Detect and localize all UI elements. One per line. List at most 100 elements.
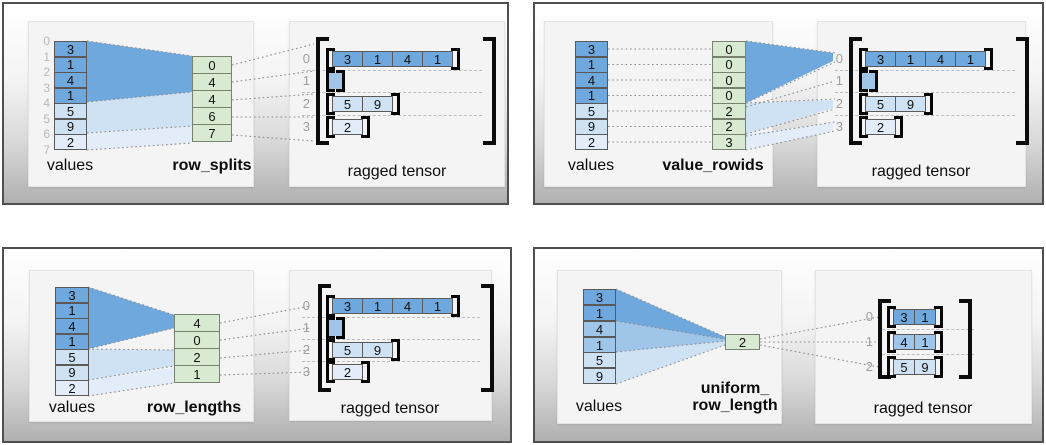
open-bracket-icon: [887, 356, 896, 378]
value-index-label: 3: [43, 80, 50, 95]
value-cell: 3: [55, 287, 89, 303]
value-cell: 1: [54, 87, 87, 104]
values-label: values: [567, 157, 615, 174]
tensor-row: 4 1: [887, 331, 943, 353]
tensor-row-empty: [326, 70, 345, 92]
row-index-label: 0: [302, 298, 310, 313]
value-cell: 4: [575, 72, 608, 88]
value-index-label: 5: [43, 111, 50, 126]
value-cell: 3: [54, 41, 87, 57]
tensor-row: 3 1 4 1: [326, 295, 460, 317]
tensor-row: 2: [326, 361, 370, 383]
row-index-label: 3: [302, 364, 310, 379]
close-bracket-icon: [451, 48, 460, 70]
value-cell: 1: [575, 87, 608, 104]
close-bracket-icon: [361, 116, 370, 138]
empty-row-cell: [329, 320, 342, 336]
tensor-close-bracket: [483, 37, 496, 145]
row-index-label: 1: [302, 320, 310, 335]
tensor-cell: 1: [362, 51, 393, 67]
row-splits-cell: 0: [192, 56, 232, 74]
tensor-row: 3 1 4 1: [326, 48, 460, 70]
value-cell: 4: [55, 318, 89, 334]
empty-row-cell: [329, 73, 342, 89]
close-bracket-icon: [451, 295, 460, 317]
tensor-cell: 3: [893, 309, 915, 325]
value-cell: 4: [54, 72, 87, 88]
row-index-label: 3: [835, 119, 843, 134]
value-rowids-cell: 3: [712, 134, 746, 150]
tensor-cell: 3: [865, 51, 896, 67]
panel-row-splits: 0 1 2 3 4 5 6 7 3 1 4 1 5 9 2 0 4 4 6 7 …: [2, 2, 509, 205]
tensor-cell: 9: [362, 342, 393, 358]
value-cell: 1: [55, 333, 89, 350]
row-separator: [302, 70, 482, 71]
value-rowids-cell: 2: [712, 118, 746, 135]
value-cell: 5: [54, 103, 87, 119]
open-bracket-icon: [326, 116, 335, 138]
value-cell: 3: [575, 41, 608, 57]
value-index-label: 4: [43, 96, 50, 110]
row-lengths-cell: 2: [174, 348, 220, 366]
tensor-cell: 5: [332, 96, 363, 112]
close-bracket-icon: [934, 331, 943, 353]
row-index-label: 2: [835, 96, 843, 111]
tensor-label: ragged tensor: [871, 163, 971, 180]
row-splits-cell: 6: [192, 107, 232, 125]
value-cell: 1: [583, 305, 616, 321]
tensor-cell: 5: [893, 359, 915, 375]
tensor-cell: 1: [914, 334, 936, 350]
row-separator: [835, 92, 1015, 93]
value-index-label: 6: [43, 127, 50, 141]
row-index-label: 0: [302, 51, 310, 66]
value-cell: 2: [575, 134, 608, 150]
row-index-label: 3: [302, 119, 310, 134]
value-index-label: 0: [43, 34, 50, 48]
open-bracket-icon: [859, 48, 868, 70]
tensor-row-empty: [859, 70, 878, 92]
value-cell: 2: [54, 134, 87, 150]
tensor-row: 2: [859, 116, 903, 138]
param-label: row_lengths: [146, 399, 242, 416]
open-bracket-icon: [326, 361, 335, 383]
row-index-label: 1: [865, 334, 873, 349]
value-cell: 9: [575, 118, 608, 135]
value-cell: 1: [575, 56, 608, 73]
tensor-row: 2: [326, 116, 370, 138]
tensor-cell: 2: [865, 119, 896, 135]
row-lengths-cell: 0: [174, 331, 220, 349]
close-bracket-icon: [869, 70, 878, 92]
close-bracket-icon: [391, 339, 400, 361]
open-bracket-icon: [326, 93, 335, 115]
uniform-row-length-cell: 2: [725, 334, 760, 350]
close-bracket-icon: [934, 306, 943, 328]
tensor-row: 5 9: [887, 356, 943, 378]
tensor-cell: 1: [955, 51, 986, 67]
param-label: uniform_ row_length: [665, 380, 805, 414]
tensor-row: 5 9: [326, 339, 400, 361]
row-index-label: 2: [865, 359, 873, 374]
param-label: value_rowids: [662, 157, 764, 174]
value-rowids-cell: 0: [712, 87, 746, 104]
row-separator: [302, 317, 480, 318]
tensor-cell: 4: [392, 298, 423, 314]
close-bracket-icon: [361, 361, 370, 383]
close-bracket-icon: [924, 93, 933, 115]
values-label: values: [46, 157, 94, 174]
close-bracket-icon: [894, 116, 903, 138]
tensor-open-bracket: [318, 284, 331, 392]
tensor-label: ragged tensor: [873, 400, 973, 417]
tensor-cell: 9: [914, 359, 936, 375]
close-bracket-icon: [934, 356, 943, 378]
panel-row-lengths: 3 1 4 1 5 9 2 4 0 2 1 values row_lengths…: [2, 247, 512, 443]
tensor-cell: 1: [422, 51, 453, 67]
value-cell: 9: [55, 364, 89, 381]
row-index-label: 0: [835, 51, 843, 66]
value-cell: 9: [583, 368, 616, 384]
value-cell: 5: [575, 103, 608, 119]
tensor-cell: 5: [332, 342, 363, 358]
value-index-label: 1: [43, 49, 50, 64]
close-bracket-icon: [391, 93, 400, 115]
tensor-close-bracket: [1016, 37, 1029, 145]
